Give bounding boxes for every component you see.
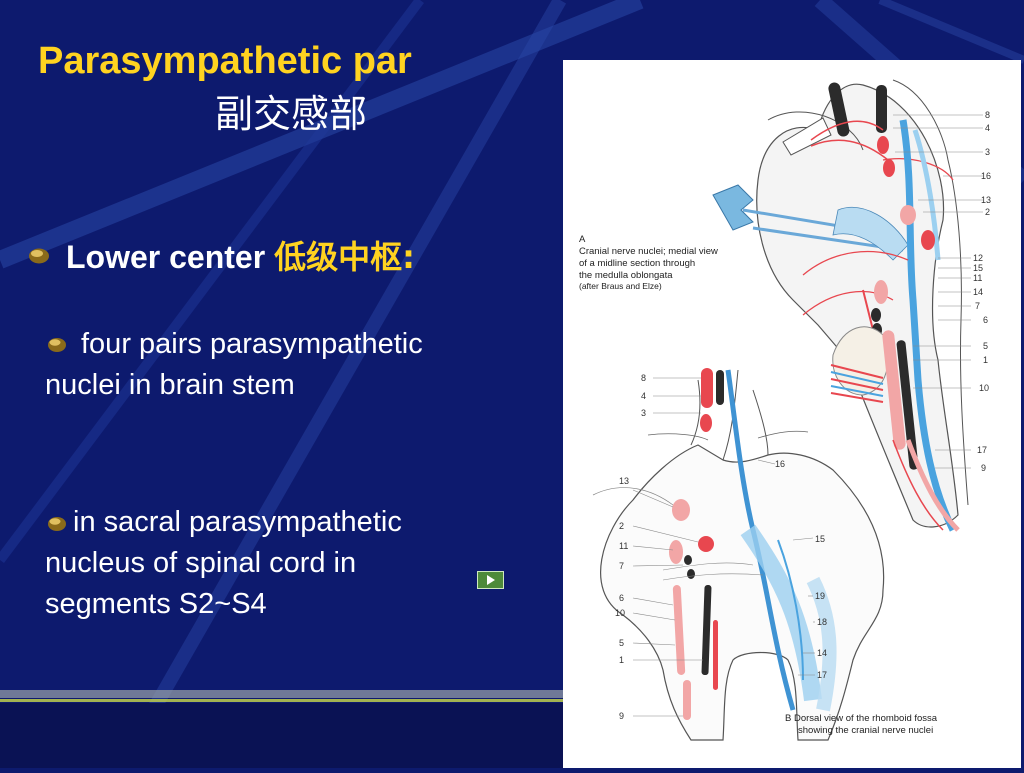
- label-b-2: 2: [619, 521, 624, 531]
- label-a-4: 4: [985, 123, 990, 133]
- point-sacral: in sacral parasympathetic nucleus of spi…: [45, 502, 485, 625]
- play-button[interactable]: [477, 571, 504, 589]
- caption-b-line: showing the cranial nerve nuclei: [798, 725, 933, 736]
- heading-text-cn: 低级中枢: [274, 238, 403, 276]
- caption-a-line: Cranial nerve nuclei; medial view: [579, 246, 718, 257]
- label-b-1: 1: [619, 655, 624, 665]
- label-a-14: 14: [973, 287, 983, 297]
- label-a-15: 15: [973, 263, 983, 273]
- label-b-6: 6: [619, 593, 624, 603]
- bullet-icon: [29, 248, 49, 264]
- label-b-13: 13: [619, 476, 629, 486]
- bullet-icon: [48, 517, 66, 531]
- label-b-5: 5: [619, 638, 624, 648]
- section-heading: Lower center 低级中枢:: [66, 232, 415, 278]
- label-b-17: 17: [817, 670, 827, 680]
- bullet-icon: [48, 338, 66, 352]
- label-b-14: 14: [817, 648, 827, 658]
- label-b-10: 10: [615, 608, 625, 618]
- label-a-8: 8: [985, 110, 990, 120]
- label-b-3: 3: [641, 408, 646, 418]
- point-text: in sacral parasympathetic nucleus of spi…: [45, 506, 402, 620]
- label-a-5: 5: [983, 341, 988, 351]
- label-b-15: 15: [815, 534, 825, 544]
- label-a-7: 7: [975, 301, 980, 311]
- label-a-16: 16: [981, 171, 991, 181]
- slide-subtitle: 副交感部: [215, 92, 368, 136]
- label-b-18: 18: [817, 617, 827, 627]
- label-a-9: 9: [981, 463, 986, 473]
- label-b-7: 7: [619, 561, 624, 571]
- label-a-13: 13: [981, 195, 991, 205]
- figure-panel: 8 4 3 16 13 2 12 15 11 14 7 6 5 1 10 17 …: [563, 60, 1021, 768]
- point-brain-stem: four pairs parasympathetic nuclei in bra…: [45, 324, 465, 406]
- label-a-12: 12: [973, 253, 983, 263]
- caption-figure-a: A Cranial nerve nuclei; medial view of a…: [579, 234, 718, 291]
- labels-figure-b-right: 16 15 19 18 14 17: [775, 459, 827, 680]
- label-a-3: 3: [985, 147, 990, 157]
- label-b-11: 11: [619, 541, 628, 551]
- play-triangle-icon: [487, 575, 495, 585]
- heading-text-en: Lower center: [66, 239, 275, 275]
- caption-a-line: of a midline section through: [579, 258, 695, 269]
- caption-a-line: the medulla oblongata: [579, 270, 673, 281]
- heading-colon: :: [402, 238, 415, 276]
- label-a-10: 10: [979, 383, 989, 393]
- label-b-4: 4: [641, 391, 646, 401]
- label-b-9: 9: [619, 711, 624, 721]
- point-text: four pairs parasympathetic nuclei in bra…: [45, 328, 423, 401]
- label-b-19: 19: [815, 591, 825, 601]
- label-b-8: 8: [641, 373, 646, 383]
- slide-title: Parasympathetic par: [38, 40, 412, 82]
- label-b-16: 16: [775, 459, 785, 469]
- label-a-1: 1: [983, 355, 988, 365]
- label-a-6: 6: [983, 315, 988, 325]
- caption-a-line: (after Braus and Elze): [579, 281, 662, 291]
- caption-b-line: B Dorsal view of the rhomboid fossa: [785, 713, 938, 724]
- label-a-11: 11: [973, 273, 982, 283]
- caption-figure-b: B Dorsal view of the rhomboid fossa show…: [785, 713, 938, 736]
- label-a-17: 17: [977, 445, 987, 455]
- label-a-2: 2: [985, 207, 990, 217]
- caption-a-letter: A: [579, 234, 586, 245]
- labels-figure-b-left: 8 4 3 13 2 11 7 6 10 5 1 9: [615, 373, 646, 721]
- nerve-nuclei-illustration: 8 4 3 16 13 2 12 15 11 14 7 6 5 1 10 17 …: [579, 79, 991, 741]
- labels-figure-a: 8 4 3 16 13 2 12 15 11 14 7 6 5 1 10 17 …: [973, 110, 991, 473]
